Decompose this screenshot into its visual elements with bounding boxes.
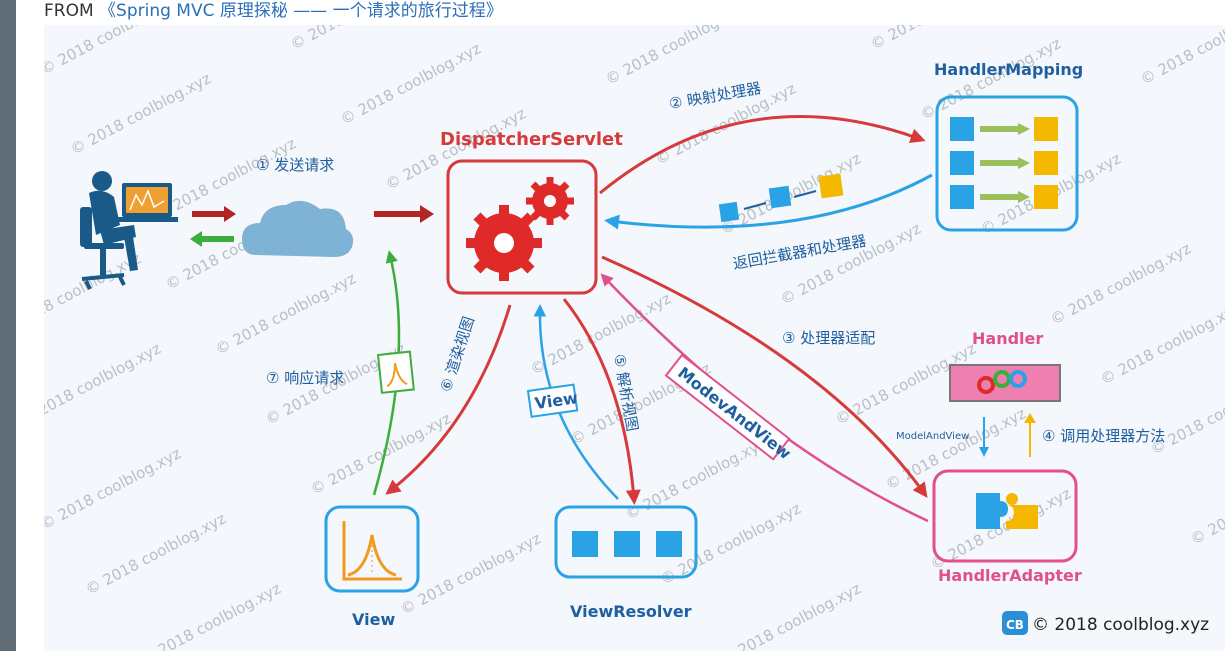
puzzle-icon bbox=[976, 493, 1038, 529]
watermark: © 2018 coolblog.xyz bbox=[337, 39, 484, 128]
watermark: © 2018 coolblog.xyz bbox=[44, 339, 164, 428]
source-line: FROM 《Spring MVC 原理探秘 —— 一个请求的旅行过程》 bbox=[44, 0, 503, 21]
watermark: © 2018 coolblog.xyz bbox=[622, 434, 769, 523]
watermark: © 2018 coolblog.xyz bbox=[44, 444, 184, 533]
watermark: © 2018 coolblog.xyz bbox=[1137, 25, 1225, 89]
view-tag: View bbox=[526, 383, 579, 418]
watermark: © 2018 coolblog.xyz bbox=[1047, 239, 1194, 328]
watermark: © 2018 coolblog.xyz bbox=[137, 579, 284, 651]
left-border-bar bbox=[0, 0, 16, 651]
view-box bbox=[324, 505, 420, 593]
step-1-label: ① 发送请求 bbox=[256, 156, 334, 174]
returned-items-icon bbox=[718, 173, 844, 223]
step-6-label: ⑥ 渲染视图 bbox=[437, 314, 478, 394]
copyright-badge: CB bbox=[1002, 611, 1028, 635]
source-article-link[interactable]: 《Spring MVC 原理探秘 —— 一个请求的旅行过程》 bbox=[99, 1, 503, 21]
mapping-grid-icon bbox=[950, 117, 1058, 209]
small-gears-icon bbox=[977, 370, 1027, 394]
watermark: © 2018 coolblog.xyz bbox=[44, 25, 184, 79]
handler-mapping-box bbox=[935, 95, 1079, 232]
dispatcher-servlet-box bbox=[446, 159, 598, 295]
handler-mapping-title: HandlerMapping bbox=[934, 60, 1083, 79]
view-resolver-title: ViewResolver bbox=[570, 602, 692, 621]
user-computer-icon bbox=[80, 171, 178, 290]
watermark: © 2018 coolblog.xyz bbox=[602, 25, 749, 89]
handler-adapter-box bbox=[932, 469, 1078, 563]
watermark: © 2018 coolblog.xyz bbox=[1187, 459, 1225, 548]
watermark: © 2018 coolblog.xyz bbox=[882, 404, 1029, 493]
step-4-label: ④ 调用处理器方法 bbox=[1042, 427, 1165, 445]
model-and-view-small-label: ModelAndView bbox=[896, 431, 969, 442]
copyright-text: © 2018 coolblog.xyz bbox=[1032, 615, 1209, 635]
handler-adapter-title: HandlerAdapter bbox=[938, 566, 1082, 585]
watermark: © 2018 coolblog.xyz bbox=[307, 409, 454, 498]
watermark: © 2018 coolblog.xyz bbox=[82, 509, 229, 598]
gears-icon bbox=[466, 177, 574, 281]
flow-diagram: © 2018 coolblog.xyz © 2018 coolblog.xyz … bbox=[44, 25, 1225, 651]
view-resolver-box bbox=[554, 505, 698, 579]
cb-badge-text: CB bbox=[1006, 618, 1024, 632]
watermark: © 2018 coolblog.xyz bbox=[717, 579, 864, 651]
cloud-icon bbox=[242, 200, 354, 257]
spring-mvc-flow-figure: © 2018 coolblog.xyz © 2018 coolblog.xyz … bbox=[44, 25, 1225, 651]
watermark: © 2018 coolblog.xyz bbox=[212, 269, 359, 358]
step-3-label: ③ 处理器适配 bbox=[782, 329, 875, 347]
view-title: View bbox=[352, 610, 395, 629]
watermark: © 2018 coolblog.xyz bbox=[867, 25, 1014, 54]
resolver-blocks-icon bbox=[572, 531, 682, 557]
dispatcher-servlet-title: DispatcherServlet bbox=[440, 129, 623, 150]
watermark: © 2018 coolblog.xyz bbox=[1147, 369, 1225, 458]
chart-doc-icon bbox=[342, 521, 402, 581]
watermark: © 2018 coolblog.xyz bbox=[1097, 299, 1225, 388]
step-7-label: ⑦ 响应请求 bbox=[266, 369, 344, 387]
watermark: © 2018 coolblog.xyz bbox=[527, 289, 674, 378]
source-prefix: FROM bbox=[44, 1, 94, 21]
handler-title: Handler bbox=[972, 329, 1043, 348]
watermark: © 2018 coolblog.xyz bbox=[777, 219, 924, 308]
response-doc-icon bbox=[376, 350, 415, 394]
watermark: © 2018 coolblog.xyz bbox=[287, 25, 434, 54]
watermark: © 2018 coolblog.xyz bbox=[67, 69, 214, 158]
